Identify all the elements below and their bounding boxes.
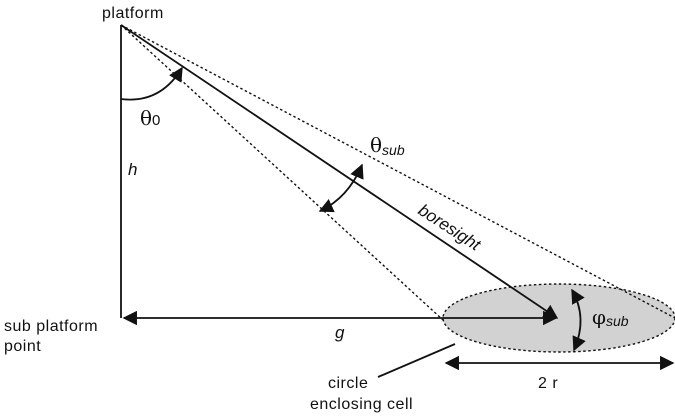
circle-line2: enclosing cell xyxy=(310,396,413,413)
diameter-label: 2 r xyxy=(538,375,558,392)
beam-edge-inner xyxy=(120,24,444,321)
phi-sub-label: φsub xyxy=(592,305,629,329)
theta-sub-label: θsub xyxy=(370,133,405,158)
theta0-subscript: 0 xyxy=(152,112,160,129)
theta-sub-arc xyxy=(318,163,364,213)
circle-leader-line xyxy=(377,343,456,378)
height-label: h xyxy=(128,160,137,179)
sub-platform-line1: sub platform xyxy=(4,318,98,335)
theta0-arc xyxy=(120,66,183,101)
phi-sub-subscript: sub xyxy=(606,313,629,329)
sub-platform-line2: point xyxy=(4,338,41,355)
theta-sub-subscript: sub xyxy=(382,142,405,158)
theta0-label: θ0 xyxy=(140,106,160,130)
theta-sub-symbol: θ xyxy=(370,133,382,157)
phi-sub-arc xyxy=(571,288,586,352)
circle-line1: circle xyxy=(328,375,368,392)
circle-enclosing-cell-label: circle enclosing cell xyxy=(310,375,413,413)
platform-label: platform xyxy=(102,5,164,22)
phi-sub-symbol: φ xyxy=(592,305,606,329)
beam-edge-outer xyxy=(120,24,675,319)
sub-platform-point-label: sub platform point xyxy=(4,318,103,355)
cell-ellipse xyxy=(442,283,675,353)
boresight-line xyxy=(120,24,559,319)
theta0-symbol: θ xyxy=(140,106,152,130)
ground-distance-label: g xyxy=(335,323,345,342)
